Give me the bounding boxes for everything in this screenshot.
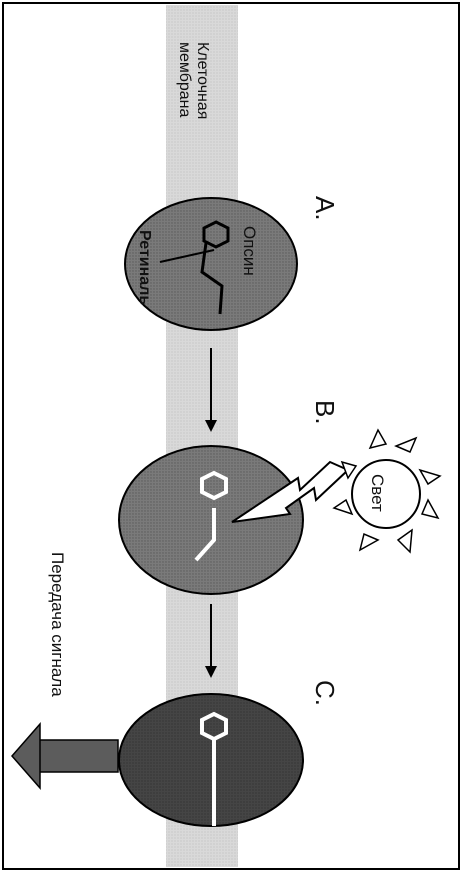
stage-label-a: A. [310, 196, 340, 221]
retinal-molecule-icon [200, 711, 228, 826]
opsin-label: Опсин [240, 226, 259, 276]
retinal-pointer-line [159, 249, 215, 263]
opsin-a [124, 197, 298, 331]
retinal-label: Ретиналь [136, 230, 153, 305]
light-label: Свет [368, 474, 387, 512]
lightning-bolt-icon [231, 460, 350, 523]
retinal-molecule-icon [200, 220, 230, 315]
retinal-molecule-icon [194, 470, 228, 562]
arrow-icon [205, 604, 217, 678]
signal-label: Передача сигнала [48, 552, 67, 697]
arrow-icon [205, 348, 217, 432]
membrane-label-line1: Клеточная [194, 42, 211, 119]
stage-label-c: C. [310, 680, 340, 706]
signal-arrow-icon [11, 722, 119, 790]
stage-label-b: B. [310, 400, 340, 425]
membrane-label-line2: мембрана [176, 42, 193, 118]
sun-icon: Свет [332, 428, 442, 554]
opsin-b [118, 445, 304, 595]
membrane-label: Клеточная мембрана [176, 42, 211, 119]
opsin-c [118, 693, 304, 827]
